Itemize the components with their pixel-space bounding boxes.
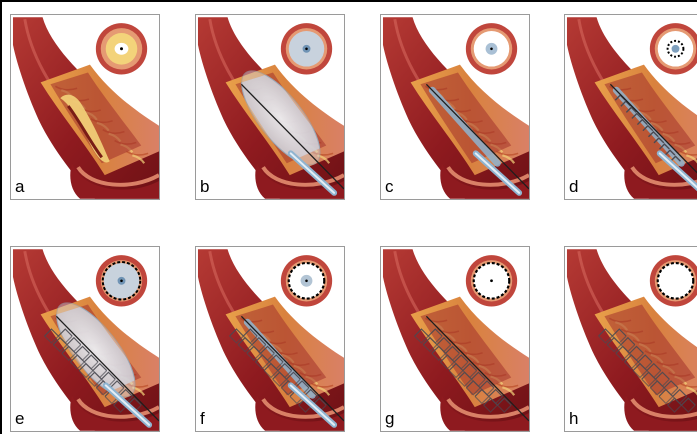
panel-label: b: [200, 177, 209, 197]
cross-section-inset: [650, 23, 697, 74]
panel-label: e: [15, 409, 24, 429]
cross-section-inset: [96, 23, 147, 74]
vessel-illustration-b: [196, 15, 344, 199]
cross-section-inset: [650, 255, 697, 306]
panel-b: b: [195, 14, 345, 200]
cross-section-inset: [466, 23, 517, 74]
cross-section-inset: [281, 255, 332, 306]
panel-label: d: [569, 177, 578, 197]
figure-border-top: [0, 0, 697, 2]
vessel-illustration-a: [11, 15, 159, 199]
panel-g: g: [380, 246, 530, 432]
panel-f: f: [195, 246, 345, 432]
panel-label: c: [385, 177, 394, 197]
panel-label: a: [15, 177, 24, 197]
cross-section-inset: [466, 255, 517, 306]
panel-label: g: [385, 409, 394, 429]
panel-label: h: [569, 409, 578, 429]
panel-d: d: [564, 14, 697, 200]
panel-a: a: [10, 14, 160, 200]
panel-c: c: [380, 14, 530, 200]
vessel-illustration-h: [565, 247, 697, 431]
cross-section-inset: [96, 255, 147, 306]
panel-e: e: [10, 246, 160, 432]
panel-label: f: [200, 409, 205, 429]
vessel-illustration-g: [381, 247, 529, 431]
figure-border-left: [0, 0, 2, 434]
panel-h: h: [564, 246, 697, 432]
cross-section-inset: [281, 23, 332, 74]
vessel-illustration-d: [565, 15, 697, 199]
vessel-illustration-e: [11, 247, 159, 431]
vessel-illustration-f: [196, 247, 344, 431]
vessel-illustration-c: [381, 15, 529, 199]
